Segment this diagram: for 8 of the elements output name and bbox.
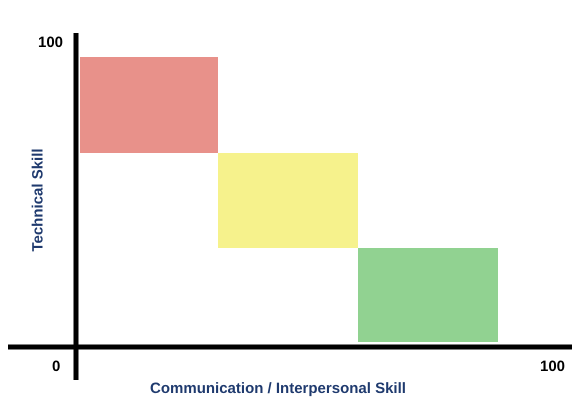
axis-title: Technical Skill bbox=[30, 148, 46, 252]
axis-tick-label: 100 bbox=[540, 358, 566, 375]
skill-zone bbox=[80, 57, 218, 153]
skill-zone bbox=[218, 153, 358, 248]
axis-title: Communication / Interpersonal Skill bbox=[150, 380, 406, 397]
skill-zone bbox=[358, 248, 498, 342]
axis-tick-label: 100 bbox=[38, 34, 64, 51]
axis-tick-label: 0 bbox=[52, 358, 60, 375]
